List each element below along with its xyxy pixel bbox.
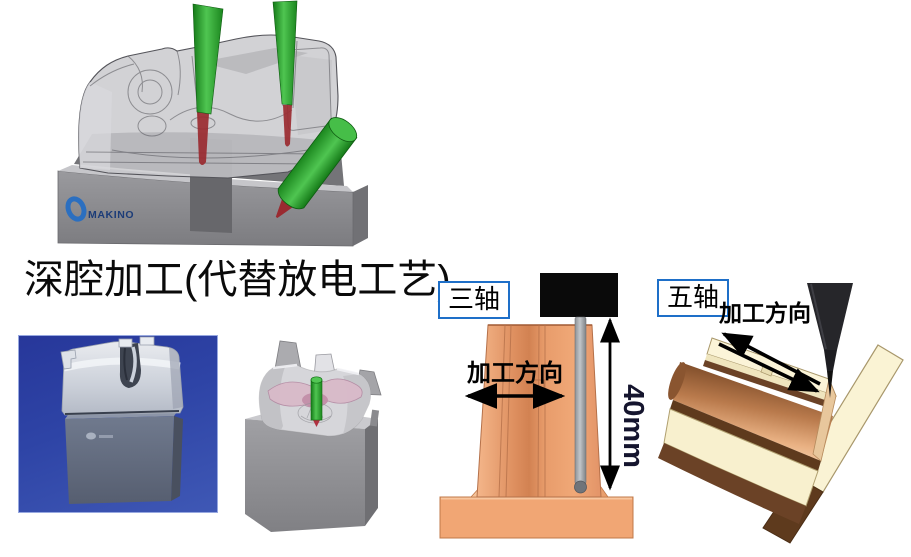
makino-logo: MAKINO (65, 196, 134, 222)
three-axis-diagram (439, 273, 634, 539)
three-axis-direction-label: 加工方向 (467, 360, 563, 387)
photo-base-block (65, 412, 183, 504)
page-title: 深腔加工(代替放电工艺) (24, 258, 451, 302)
electrode-base-plate (439, 496, 634, 539)
green-tool-tilted (275, 117, 358, 219)
spindle-head (540, 273, 618, 317)
green-plunge-tool (310, 376, 323, 427)
tilted-electrode (658, 337, 837, 524)
five-axis-diagram (658, 283, 904, 544)
workpiece-photo-part (60, 336, 184, 504)
red-electrode-left (197, 112, 209, 165)
makino-logo-text: MAKINO (88, 209, 134, 221)
green-tool-left (192, 3, 224, 115)
cad-workpiece-render (245, 340, 382, 532)
tool-shaft (574, 316, 587, 494)
red-electrode-right (283, 105, 292, 147)
green-tool-right (272, 0, 298, 106)
machine-cad-render: MAKINO (57, 0, 368, 247)
five-axis-tool (807, 283, 853, 398)
direction-arrow-downright (718, 342, 820, 393)
five-axis-label-box: 五轴 (657, 279, 730, 317)
workpiece-photo (18, 335, 218, 513)
dimension-40mm-label: 40mm (617, 384, 649, 468)
three-axis-label-box: 三轴 (438, 281, 511, 319)
electrode-body (476, 324, 602, 498)
photo-upper-piece (60, 336, 184, 416)
five-axis-direction-label: 加工方向 (719, 300, 811, 326)
